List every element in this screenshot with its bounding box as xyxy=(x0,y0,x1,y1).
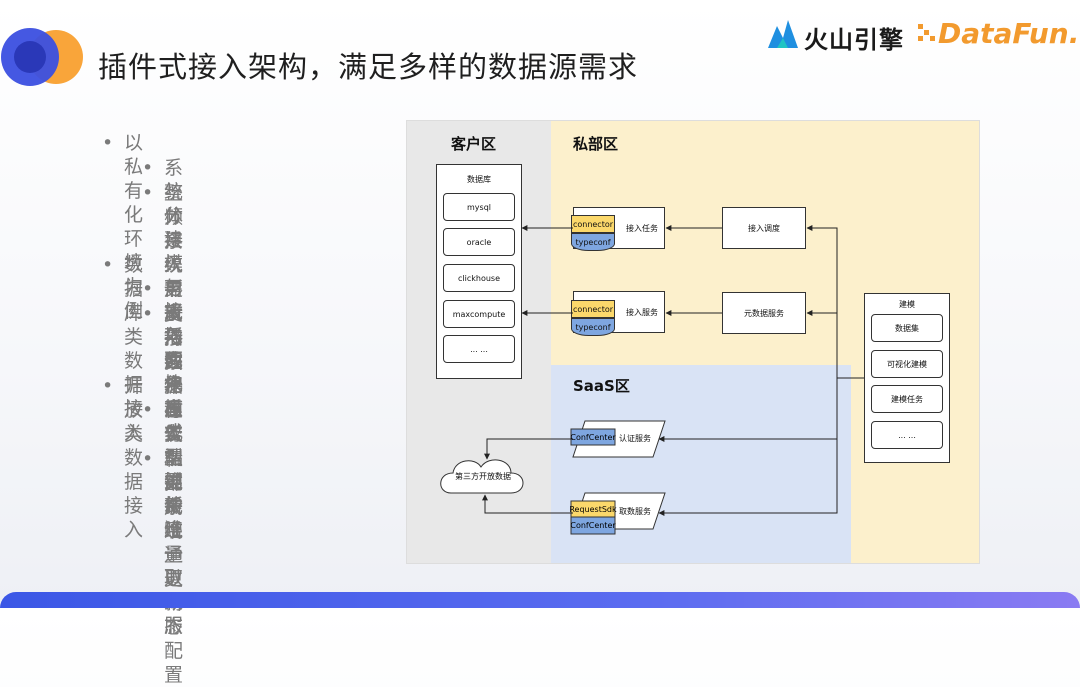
bullet-l2: •整体系统更新与客户高 xyxy=(142,182,184,420)
bullet-continuation: 务 xyxy=(164,423,184,445)
modeling-item: 数据集 xyxy=(871,314,943,342)
db-item: oracle xyxy=(443,228,515,256)
bullet-l2: •形成插件化模式 xyxy=(142,278,184,444)
db-item: mysql xyxy=(443,193,515,221)
db-item: ... ... xyxy=(443,335,515,363)
bullet-l2: •支持数据源仅需更新连 xyxy=(142,303,184,541)
modeling-item: ... ... xyxy=(871,421,943,449)
db-item: clickhouse xyxy=(443,264,515,292)
diagram-connectors xyxy=(440,225,864,535)
bullet-continuation: 频接入需求形成矛盾 xyxy=(164,206,184,420)
datafun-mark-icon xyxy=(918,24,935,41)
access-schedule-box: 接入调度 xyxy=(722,207,806,249)
architecture-diagram: 客户区 私部区 SaaS区 数据库 mysql oracle clickhous… xyxy=(406,120,980,564)
modeling-title: 建模 xyxy=(899,300,915,309)
private-zone-label: 私部区 xyxy=(573,135,619,153)
auth-service-label: 认证服务 xyxy=(619,434,651,443)
brand-volc-text: 火山引擎 xyxy=(804,26,904,54)
third-party-data-label: 第三方开放数据 xyxy=(455,472,511,481)
db-item: maxcompute xyxy=(443,300,515,328)
bottom-accent-bar xyxy=(0,592,1080,608)
bullet-continuation: 接插件与类型插件 xyxy=(164,327,184,517)
bullet-l1: •数据库类数据接入 xyxy=(102,254,144,444)
confcenter-tag: ConfCenter xyxy=(570,432,616,442)
logo-circles xyxy=(1,28,83,86)
typeconf-tag: typeconf xyxy=(571,233,615,251)
volcano-logo-icon xyxy=(768,20,798,48)
bullet-l1: •开放类数据接入 xyxy=(102,375,144,541)
bullet-l2: •系统分建模与接入两块 xyxy=(142,157,184,395)
requestsdk-tag: RequestSdk xyxy=(569,504,617,514)
metadata-service-box: 元数据服务 xyxy=(722,292,806,334)
page-title: 插件式接入架构，满足多样的数据源需求 xyxy=(98,50,639,84)
fetch-service-label: 取数服务 xyxy=(619,507,651,516)
bullet-l1: •以私有化环境为例 xyxy=(102,132,144,322)
customer-zone-label: 客户区 xyxy=(451,135,497,153)
connector-tag: connector xyxy=(571,215,615,233)
brand-logos: 火山引擎 DataFun. xyxy=(766,14,1079,54)
confcenter-tag: ConfCenter xyxy=(570,521,616,530)
saas-zone-label: SaaS区 xyxy=(573,377,630,395)
brand-datafun-text: DataFun. xyxy=(938,17,1080,50)
connector-tag: connector xyxy=(571,300,615,318)
modeling-item: 可视化建模 xyxy=(871,350,943,378)
modeling-item: 建模任务 xyxy=(871,385,943,413)
database-title: 数据库 xyxy=(467,175,491,184)
typeconf-tag: typeconf xyxy=(571,318,615,336)
